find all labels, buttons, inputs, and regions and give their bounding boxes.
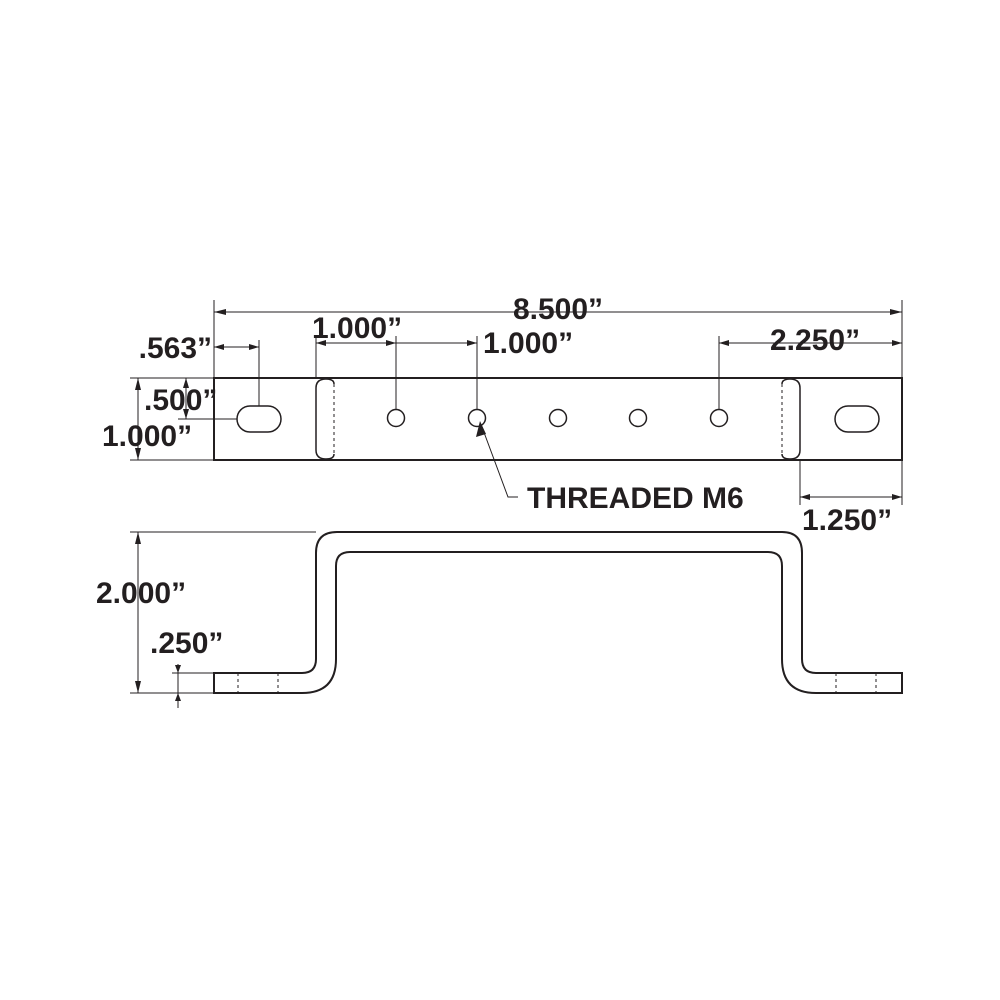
threaded-hole	[467, 408, 487, 428]
hole-3	[548, 408, 568, 428]
thread-leader	[481, 426, 518, 498]
bend-zone-right	[781, 378, 801, 460]
label-slot-offset: .563”	[139, 332, 212, 365]
bend-zone-left	[315, 378, 335, 460]
hole-4	[628, 408, 648, 428]
label-height: 2.000”	[96, 577, 186, 610]
label-overall-length: 8.500”	[513, 293, 603, 326]
label-bend-offset: 1.250”	[802, 504, 892, 537]
bracket-outline-top	[213, 377, 903, 461]
label-end-hole-offset: 2.250”	[770, 324, 860, 357]
label-thickness: .250”	[150, 627, 223, 660]
side-view	[213, 531, 903, 694]
top-view	[213, 377, 903, 461]
dimension-lines	[130, 300, 903, 708]
hole-5	[709, 408, 729, 428]
dimension-labels: 8.500” .563” 1.000” 1.000” 2.250” .500” …	[96, 293, 892, 660]
label-hole-pitch-2: 1.000”	[483, 327, 573, 360]
label-slot-center: .500”	[144, 384, 217, 417]
label-hole-pitch-1: 1.000”	[312, 312, 402, 345]
hole-1	[386, 408, 406, 428]
label-thread-callout: THREADED M6	[527, 482, 744, 515]
label-width: 1.000”	[102, 420, 192, 453]
end-slot-right	[834, 405, 880, 433]
end-slot-left	[236, 405, 282, 433]
bracket-profile-outer	[213, 531, 903, 694]
